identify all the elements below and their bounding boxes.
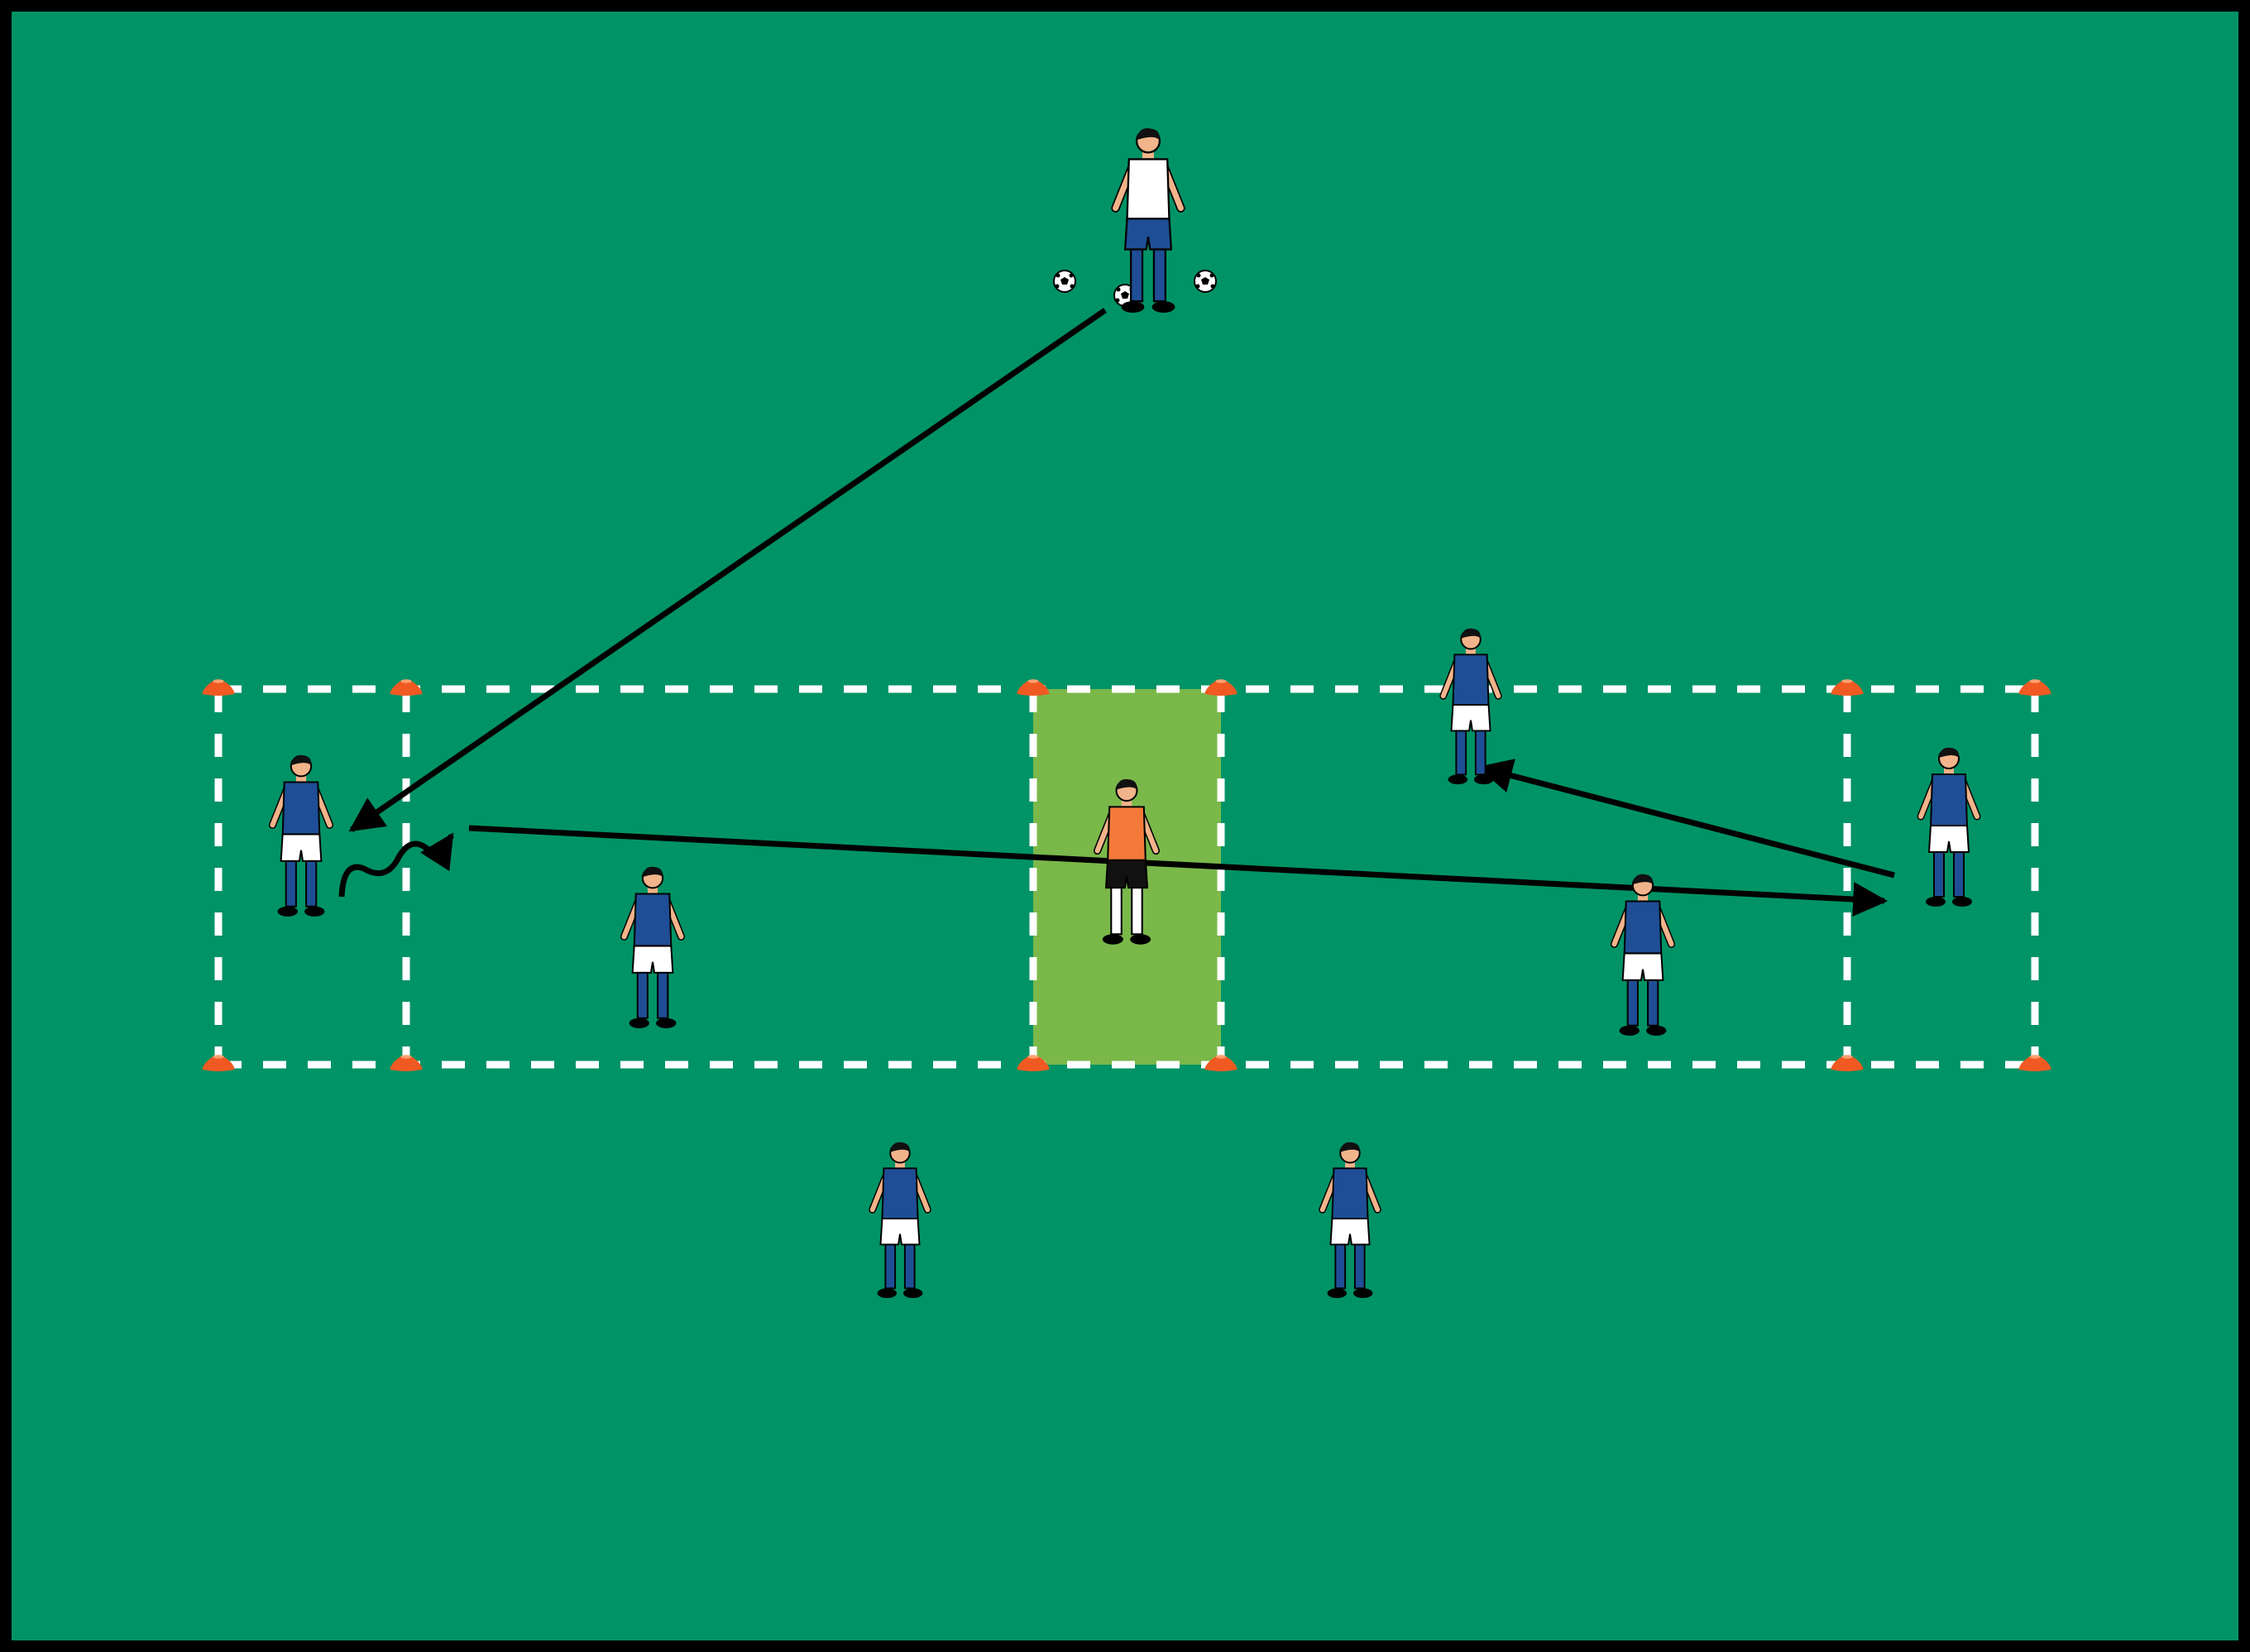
grid-lines	[214, 685, 2039, 1069]
soccer-ball-icon	[1194, 270, 1217, 293]
dribble-path	[338, 832, 454, 898]
pass-arrow-right-to-top	[1477, 759, 1895, 879]
pass-arrow-coach-to-left	[348, 308, 1107, 832]
soccer-ball-icon	[1053, 270, 1076, 293]
